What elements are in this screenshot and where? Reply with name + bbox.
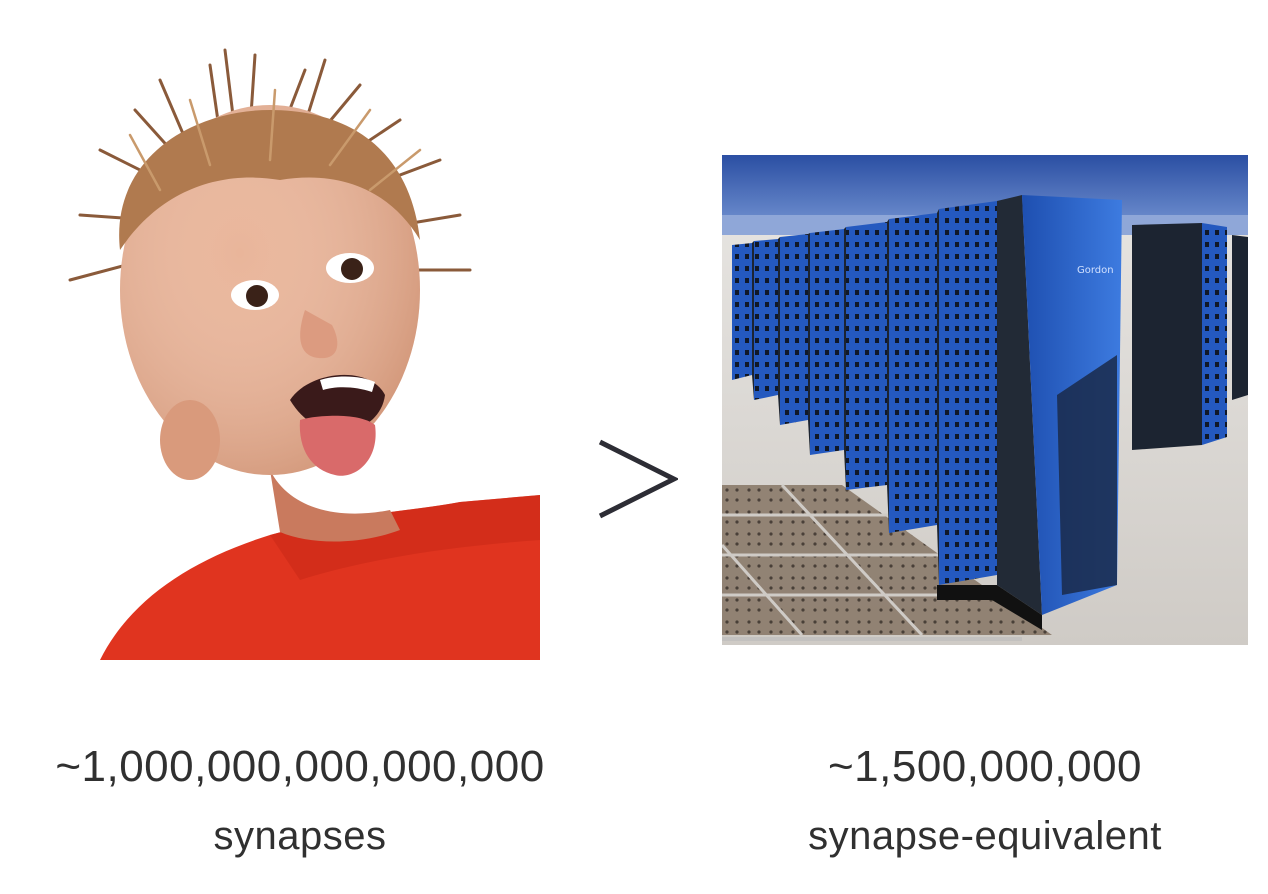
greater-than-icon <box>598 439 678 519</box>
excited-child-photo <box>68 48 540 660</box>
computer-synapse-unit: synapse-equivalent <box>808 814 1162 858</box>
supercomputer-racks-photo: Gordon <box>722 155 1248 645</box>
child-synapse-unit: synapses <box>213 814 387 858</box>
child-synapse-count: ~1,000,000,000,000,000 <box>55 742 545 791</box>
svg-text:Gordon: Gordon <box>1077 265 1114 276</box>
computer-synapse-count: ~1,500,000,000 <box>827 742 1143 791</box>
